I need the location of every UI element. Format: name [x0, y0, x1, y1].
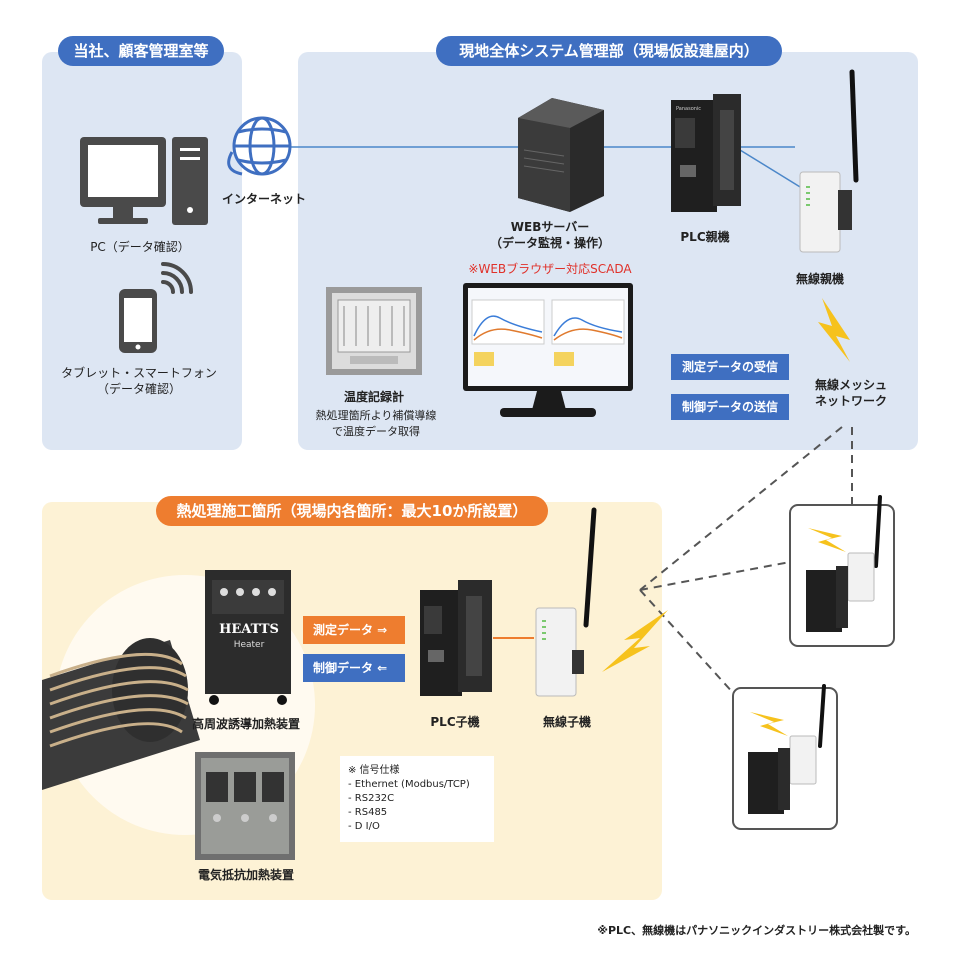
plc-master-icon: Panasonic — [671, 94, 741, 212]
plc-slave-icon — [420, 580, 492, 696]
signal-spec-item: - RS485 — [348, 807, 388, 818]
tablet-label-line1: タブレット・スマートフォン — [61, 366, 217, 380]
scada-monitor-icon — [463, 283, 633, 417]
resistance-heater-label: 電気抵抗加熱装置 — [197, 868, 294, 882]
control-data-arrow: 制御データ ⇐ — [303, 654, 405, 682]
wireless-master-label: 無線親機 — [795, 272, 844, 286]
server-icon — [518, 98, 604, 212]
pc-label: PC（データ確認） — [90, 240, 190, 254]
remote-unit-1 — [789, 495, 895, 647]
scada-note: ※WEBブラウザー対応SCADA — [468, 262, 632, 276]
plc-master-label: PLC親機 — [680, 230, 730, 244]
recv-data-badge: 測定データの受信 — [671, 354, 789, 380]
lightning-icon — [818, 298, 850, 362]
send-control-badge: 制御データの送信 — [671, 394, 789, 420]
tower-pc-icon — [172, 137, 208, 225]
temp-recorder-desc-line1: 熱処理箇所より補償導線 — [315, 409, 437, 422]
signal-spec-item: - Ethernet (Modbus/TCP) — [348, 779, 470, 790]
signal-spec-box — [340, 756, 494, 842]
footnote: ※PLC、無線機はパナソニックインダストリー株式会社製です。 — [597, 924, 916, 937]
induction-heater-label: 高周波誘導加熱装置 — [191, 717, 300, 731]
customer-panel-title: 当社、顧客管理室等 — [58, 36, 224, 66]
heater-brand: HEATTS — [219, 622, 279, 637]
plc-slave-label: PLC子機 — [430, 715, 480, 729]
smartphone-icon — [119, 289, 157, 353]
signal-spec-item: - D I/O — [348, 821, 380, 832]
monitor-icon — [80, 137, 166, 224]
recorder-icon — [326, 287, 422, 375]
wifi-signal-icon — [161, 262, 193, 294]
tablet-label-line2: （データ確認） — [96, 382, 181, 396]
temp-recorder-desc-line2: で温度データ取得 — [332, 425, 420, 438]
temp-recorder-label: 温度記録計 — [343, 390, 404, 404]
remote-unit-2 — [732, 684, 838, 830]
site-system-panel-title: 現地全体システム管理部（現場仮設建屋内） — [436, 36, 782, 66]
web-server-label-line2: （データ監視・操作） — [489, 236, 610, 250]
resistance-heater-icon — [195, 752, 295, 860]
internet-label: インターネット — [221, 192, 306, 206]
signal-spec-title: ※ 信号仕様 — [348, 765, 400, 776]
measurement-data-arrow: 測定データ ⇒ — [303, 616, 405, 644]
wireless-master-icon — [799, 69, 859, 253]
svg-text:Panasonic: Panasonic — [676, 106, 701, 112]
wireless-slave-label: 無線子機 — [542, 715, 591, 729]
mesh-label-line1: 無線メッシュ — [814, 378, 887, 392]
mesh-lines — [639, 426, 853, 696]
wireless-slave-icon — [535, 507, 597, 697]
heater-icon — [205, 570, 291, 705]
globe-icon — [227, 116, 292, 176]
customer-panel — [42, 52, 242, 450]
plc-wireless-line — [739, 149, 806, 191]
heat-treatment-panel-title: 熱処理施工箇所（現場内各箇所：最大10か所設置） — [156, 496, 548, 526]
mesh-label-line2: ネットワーク — [814, 394, 887, 408]
signal-spec-item: - RS232C — [348, 793, 395, 804]
web-server-label-line1: WEBサーバー — [510, 220, 590, 234]
heater-sub: Heater — [233, 640, 265, 650]
pipe-icon — [42, 638, 200, 790]
lightning-icon — [602, 610, 668, 672]
